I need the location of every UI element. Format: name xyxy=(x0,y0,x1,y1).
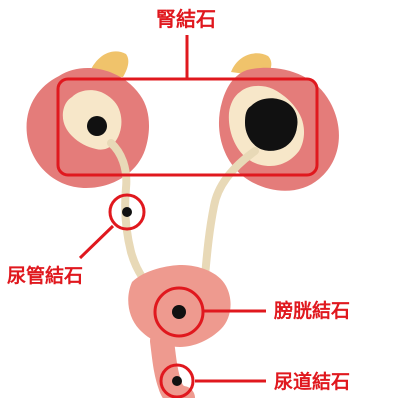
urethra-stone-label: 尿道結石 xyxy=(274,370,350,393)
bladder-stone-label: 膀胱結石 xyxy=(273,299,350,322)
bladder-stone xyxy=(172,305,186,319)
ureter-stone xyxy=(122,207,132,217)
ureter-stone-label: 尿管結石 xyxy=(7,264,83,287)
left-kidney-stone xyxy=(87,116,107,136)
kidney-stone-label: 腎結石 xyxy=(156,7,216,31)
right-kidney-staghorn-stone xyxy=(245,98,298,151)
urethra-stone xyxy=(172,376,182,386)
ureter-stone-leader-line xyxy=(80,226,113,258)
